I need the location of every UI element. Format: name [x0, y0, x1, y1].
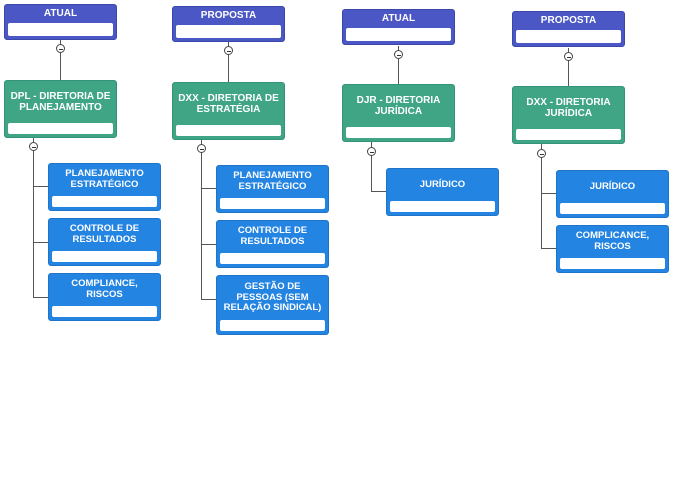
unit-subfield — [390, 201, 495, 212]
collapse-toggle-icon[interactable] — [367, 147, 376, 156]
header-label: ATUAL — [43, 8, 78, 20]
unit-box[interactable]: GESTÃO DE PESSOAS (SEM RELAÇÃO SINDICAL) — [216, 275, 329, 335]
connector — [201, 244, 217, 245]
unit-label: JURÍDICO — [589, 180, 636, 192]
header-box-2[interactable]: PROPOSTA — [172, 6, 285, 42]
unit-subfield — [220, 253, 325, 264]
header-subfield — [176, 25, 281, 38]
unit-label: PLANEJAMENTO ESTRATÉGICO — [233, 170, 312, 192]
collapse-toggle-icon[interactable] — [564, 52, 573, 61]
director-box-3[interactable]: DJR - DIRETORIA JURÍDICA — [342, 84, 455, 142]
header-label: PROPOSTA — [540, 15, 597, 27]
unit-subfield — [220, 198, 325, 209]
director-box-2[interactable]: DXX - DIRETORIA DE ESTRATÉGIA — [172, 82, 285, 140]
unit-label: COMPLICANCE, RISCOS — [575, 230, 650, 252]
unit-box[interactable]: JURÍDICO — [556, 170, 669, 218]
connector — [541, 248, 557, 249]
collapse-toggle-icon[interactable] — [29, 142, 38, 151]
unit-subfield — [52, 251, 157, 262]
collapse-toggle-icon[interactable] — [394, 50, 403, 59]
unit-label: PLANEJAMENTO ESTRATÉGICO — [65, 168, 144, 190]
unit-subfield — [560, 203, 665, 214]
header-box-4[interactable]: PROPOSTA — [512, 11, 625, 47]
collapse-toggle-icon[interactable] — [537, 149, 546, 158]
collapse-toggle-icon[interactable] — [56, 44, 65, 53]
director-subfield — [516, 129, 621, 140]
header-box-1[interactable]: ATUAL — [4, 4, 117, 40]
unit-box[interactable]: PLANEJAMENTO ESTRATÉGICO — [216, 165, 329, 213]
connector — [201, 299, 217, 300]
director-label: DXX - DIRETORIA JURÍDICA — [526, 96, 611, 120]
unit-subfield — [52, 306, 157, 317]
connector — [201, 140, 202, 300]
connector — [371, 142, 372, 192]
director-label: DJR - DIRETORIA JURÍDICA — [356, 94, 441, 118]
header-subfield — [516, 30, 621, 43]
unit-box[interactable]: CONTROLE DE RESULTADOS — [216, 220, 329, 268]
connector — [201, 188, 217, 189]
unit-label: GESTÃO DE PESSOAS (SEM RELAÇÃO SINDICAL) — [223, 280, 322, 314]
connector — [33, 186, 49, 187]
director-subfield — [176, 125, 281, 136]
connector — [228, 42, 229, 82]
director-box-4[interactable]: DXX - DIRETORIA JURÍDICA — [512, 86, 625, 144]
director-label: DPL - DIRETORIA DE PLANEJAMENTO — [10, 90, 111, 114]
director-subfield — [346, 127, 451, 138]
unit-label: CONTROLE DE RESULTADOS — [237, 225, 308, 247]
unit-box[interactable]: COMPLIANCE, RISCOS — [48, 273, 161, 321]
header-subfield — [8, 23, 113, 36]
connector — [541, 193, 557, 194]
unit-subfield — [560, 258, 665, 269]
unit-box[interactable]: COMPLICANCE, RISCOS — [556, 225, 669, 273]
connector — [60, 40, 61, 80]
unit-label: COMPLIANCE, RISCOS — [71, 278, 138, 300]
unit-box[interactable]: CONTROLE DE RESULTADOS — [48, 218, 161, 266]
unit-subfield — [220, 320, 325, 331]
header-label: ATUAL — [381, 13, 416, 25]
collapse-toggle-icon[interactable] — [197, 144, 206, 153]
director-subfield — [8, 123, 113, 134]
collapse-toggle-icon[interactable] — [224, 46, 233, 55]
unit-label: JURÍDICO — [419, 178, 466, 190]
connector — [33, 138, 34, 298]
unit-box[interactable]: JURÍDICO — [386, 168, 499, 216]
director-box-1[interactable]: DPL - DIRETORIA DE PLANEJAMENTO — [4, 80, 117, 138]
header-box-3[interactable]: ATUAL — [342, 9, 455, 45]
unit-subfield — [52, 196, 157, 207]
header-label: PROPOSTA — [200, 10, 257, 22]
director-label: DXX - DIRETORIA DE ESTRATÉGIA — [178, 92, 279, 116]
connector — [568, 48, 569, 86]
connector — [398, 46, 399, 84]
header-subfield — [346, 28, 451, 41]
connector — [33, 297, 49, 298]
unit-label: CONTROLE DE RESULTADOS — [69, 223, 140, 245]
connector — [371, 191, 387, 192]
connector — [33, 242, 49, 243]
unit-box[interactable]: PLANEJAMENTO ESTRATÉGICO — [48, 163, 161, 211]
connector — [541, 144, 542, 249]
